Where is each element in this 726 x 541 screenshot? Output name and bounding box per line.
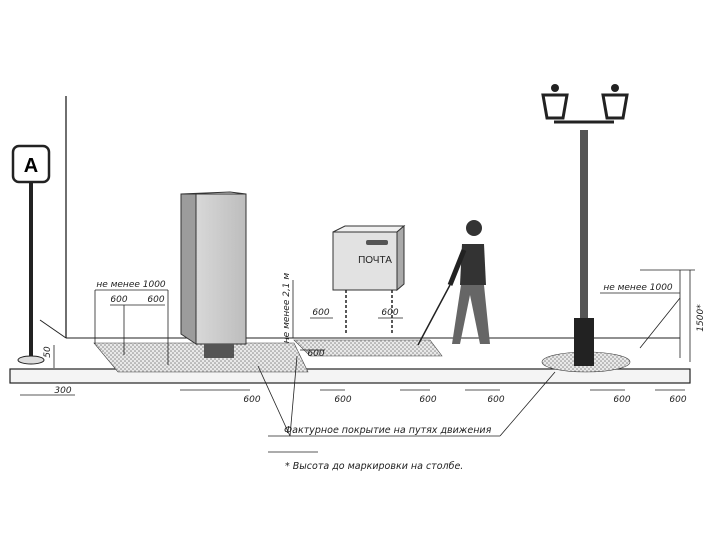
lamp-base: [574, 318, 594, 366]
mailbox-top: [332, 225, 406, 233]
dim-height-2-1m: не менее 2,1 м: [282, 273, 292, 344]
dim-strip-600-3: 600: [419, 395, 436, 405]
dimension-lines: [20, 269, 695, 437]
dim-600-a: 600: [110, 295, 127, 305]
pillar-top: [180, 191, 247, 195]
sign-letter: А: [24, 155, 38, 177]
dim-1500: 1500*: [696, 304, 706, 332]
sign-plate: [11, 144, 51, 184]
person-torso: [460, 244, 486, 285]
dim-strip-600-2: 600: [334, 395, 351, 405]
sign-base: [17, 355, 45, 365]
street-lamp: [541, 84, 629, 366]
mailbox-label: ПОЧТА: [358, 255, 392, 266]
tactile-patch-pillar: [93, 342, 309, 373]
dim-box-600-front: 600: [307, 349, 324, 359]
ground-edge-line: [39, 319, 67, 339]
curb-strip: [9, 368, 691, 384]
bus-stop-sign: А: [11, 144, 51, 365]
lamp-finial-right: [611, 84, 619, 92]
dim-strip-600-1: 600: [243, 395, 260, 405]
white-cane: [417, 284, 451, 346]
dim-box-600-left: 600: [312, 308, 329, 318]
lamp-lantern-left: [541, 93, 569, 120]
tactile-patch-mailbox: [293, 339, 443, 357]
dim-strip-600-4: 600: [487, 395, 504, 405]
person-with-cane: [417, 220, 490, 346]
lamp-lantern-right: [601, 93, 629, 120]
pillar: [180, 191, 247, 358]
dim-strip-600-5: 600: [613, 395, 630, 405]
person-head: [466, 220, 482, 236]
person-arm: [447, 249, 467, 286]
dim-box-600-right: 600: [381, 308, 398, 318]
dim-min-1000-left: не менее 1000: [96, 280, 166, 290]
dim-600-b: 600: [147, 295, 164, 305]
lamp-pole: [580, 130, 588, 330]
mailbox: ПОЧТА: [332, 224, 406, 335]
pillar-front: [195, 193, 247, 345]
mailbox-slot: [366, 240, 388, 245]
person-legs: [452, 285, 490, 344]
dimension-labels: не менее 1000 600 600 50 300 не менее 2,…: [43, 273, 706, 405]
pillar-side: [180, 193, 197, 345]
mailbox-side: [396, 224, 405, 292]
dim-strip-600-6: 600: [669, 395, 686, 405]
tactile-note: Фактурное покрытие на путях движения: [284, 425, 492, 436]
lamp-finial-left: [551, 84, 559, 92]
dim-min-1000-right: не менее 1000: [603, 283, 673, 293]
tactile-paving: [93, 339, 631, 373]
footnote: * Высота до маркировки на столбе.: [285, 461, 463, 472]
dim-50: 50: [43, 346, 53, 358]
pillar-leg: [204, 344, 234, 358]
dim-300: 300: [54, 386, 71, 396]
